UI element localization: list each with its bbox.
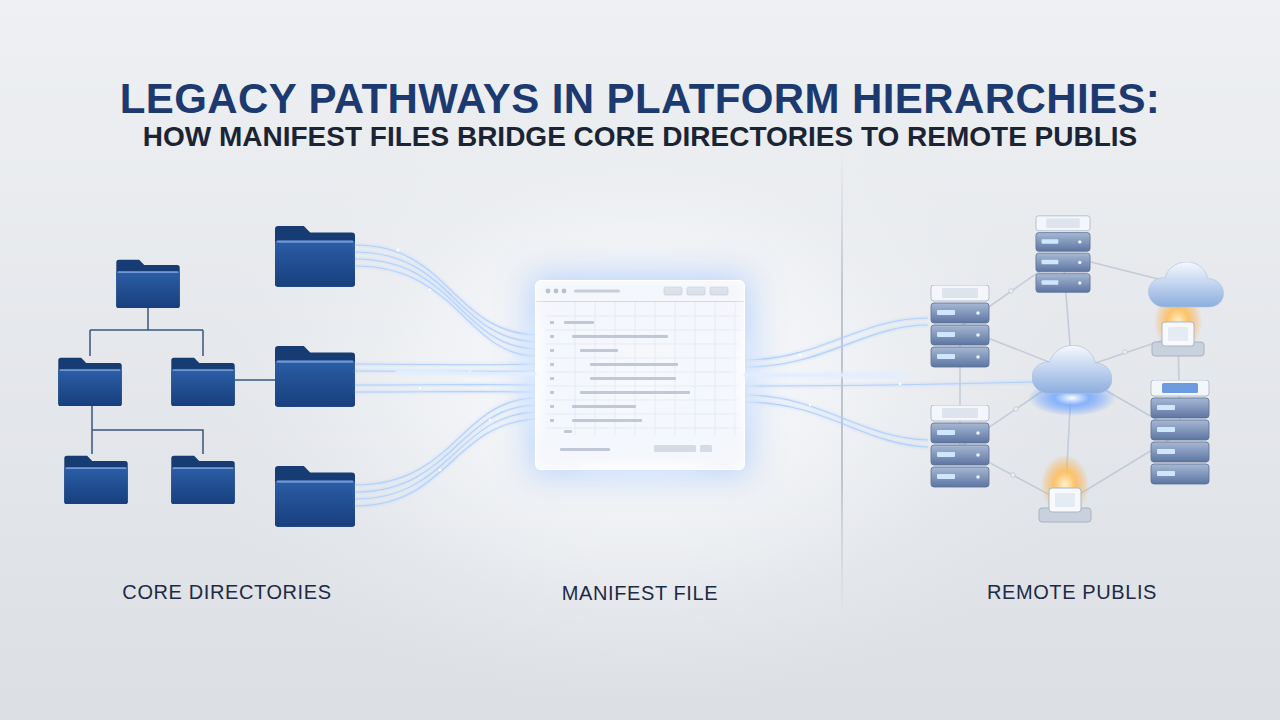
folder-icon xyxy=(275,226,355,287)
edge-device xyxy=(1039,488,1091,522)
folder-icons xyxy=(58,226,355,527)
data-flow-connector xyxy=(745,374,907,377)
node-label: REMOTE PUBLIS xyxy=(847,580,1280,604)
data-flow-connector xyxy=(397,372,535,374)
server-stack xyxy=(931,405,989,487)
network-junctions xyxy=(1009,289,1127,477)
sparkle xyxy=(419,387,421,389)
folder-icon xyxy=(58,358,121,406)
server-cluster: REMOTE PUBLIS xyxy=(907,215,1237,535)
cloud-icon xyxy=(1032,345,1112,393)
stream-sparkles xyxy=(397,249,902,472)
folder-icon xyxy=(171,358,234,406)
window-glow xyxy=(490,250,790,500)
sparkle xyxy=(489,419,491,421)
junction-dot xyxy=(1123,350,1127,354)
junction-dot xyxy=(1009,289,1013,293)
folder-icon xyxy=(171,456,234,504)
cloud-icon xyxy=(1149,262,1224,307)
junction-dot xyxy=(1011,473,1015,477)
server-stack xyxy=(931,285,989,367)
server-stack xyxy=(1151,380,1209,484)
diagram-title: LEGACY PATHWAYS IN PLATFORM HIERARCHIES: xyxy=(0,74,1280,124)
folder-icon xyxy=(275,346,355,407)
folder-icon xyxy=(64,456,127,504)
window-panel xyxy=(535,280,745,470)
sparkle xyxy=(469,371,472,374)
sparkle xyxy=(439,469,442,472)
folder-icon xyxy=(275,466,355,527)
folder-icon xyxy=(116,260,179,308)
diagram-subtitle: HOW MANIFEST FILES BRIDGE CORE DIRECTORI… xyxy=(0,119,1280,155)
server-stack xyxy=(1036,216,1090,293)
edge-device xyxy=(1152,322,1204,356)
manifest-window: MANIFEST FILE xyxy=(535,280,745,470)
tree-line xyxy=(90,307,203,356)
data-streams xyxy=(355,245,1035,506)
tree-line xyxy=(235,379,275,381)
sparkle xyxy=(899,383,902,386)
sparkle xyxy=(397,249,400,252)
node-label: CORE DIRECTORIES xyxy=(0,580,457,604)
node-label: MANIFEST FILE xyxy=(476,581,804,605)
sparkle xyxy=(809,404,811,406)
sparkle xyxy=(799,354,802,357)
sparkle xyxy=(429,289,431,291)
junction-dot xyxy=(1014,407,1018,411)
folder-group: CORE DIRECTORIES xyxy=(57,215,397,525)
tree-line xyxy=(92,405,203,454)
background-glow xyxy=(180,70,1100,710)
